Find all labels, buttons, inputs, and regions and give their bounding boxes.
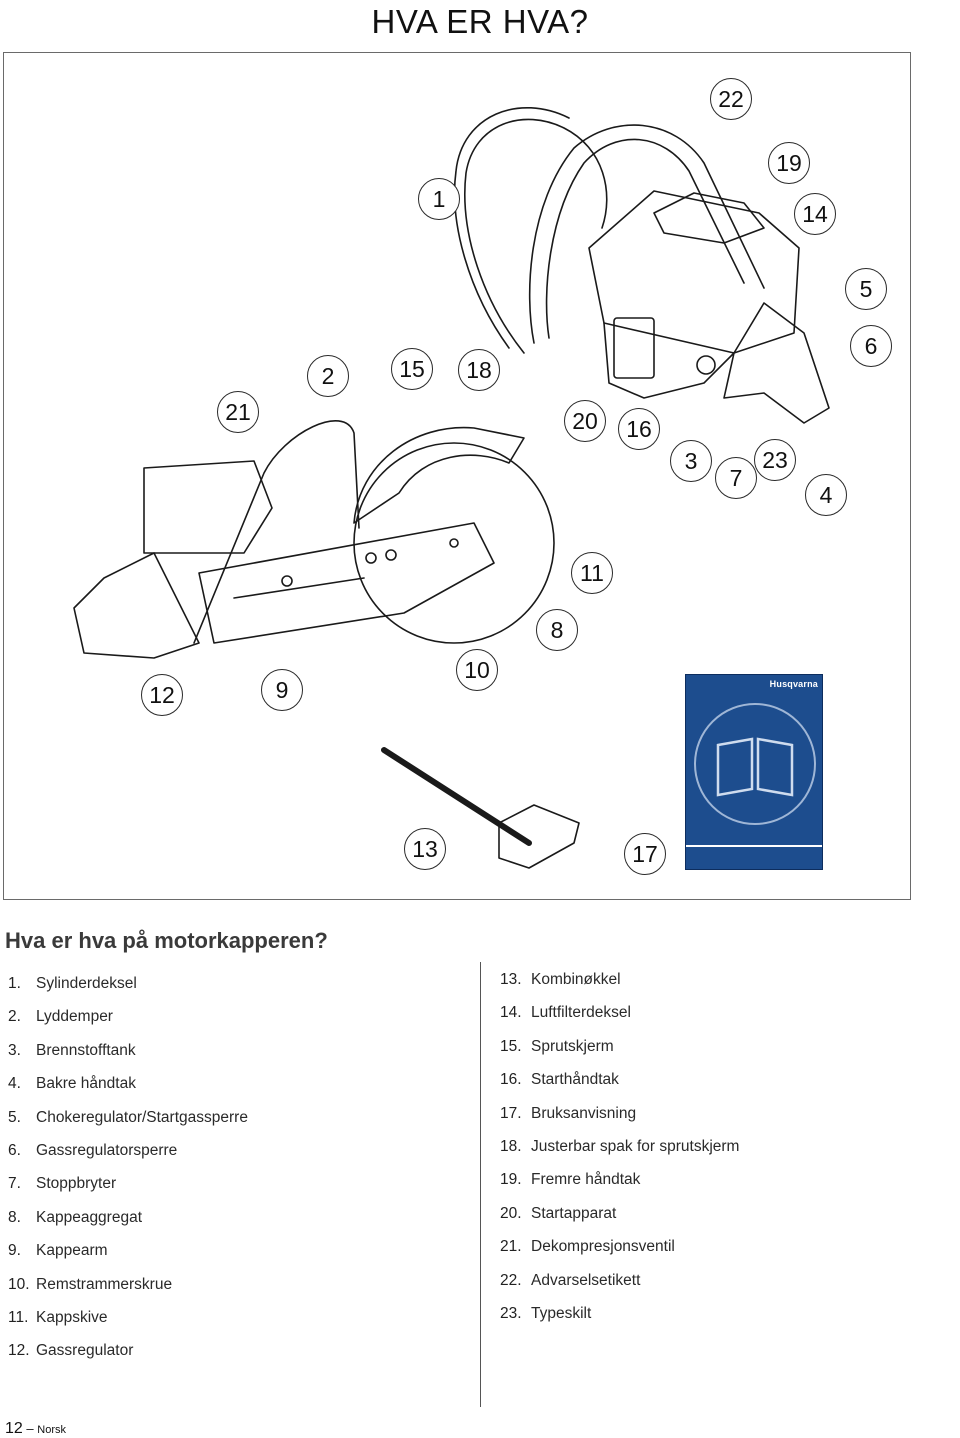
list-item: 10.Remstrammerskrue	[8, 1275, 173, 1293]
list-item: 9.Kappearm	[8, 1242, 108, 1260]
callout-23: 23	[754, 439, 796, 481]
lower-blade-guard	[353, 426, 525, 524]
callout-11: 11	[571, 552, 613, 594]
callout-19: 19	[768, 142, 810, 184]
callout-16: 16	[618, 408, 660, 450]
list-item: 6.Gassregulatorsperre	[8, 1141, 178, 1159]
upper-blade-guard-rim	[453, 106, 570, 349]
callout-2: 2	[307, 355, 349, 397]
lower-rear-handle	[73, 552, 200, 659]
callout-6: 6	[850, 325, 892, 367]
illustration-line-art	[73, 106, 830, 869]
list-item: 1.Sylinderdeksel	[8, 975, 137, 992]
list-item: 2.Lyddemper	[8, 1008, 113, 1026]
callout-20: 20	[564, 400, 606, 442]
list-item: 22.Advarselsetikett	[500, 1271, 641, 1289]
list-item: 5.Chokeregulator/Startgassperre	[8, 1108, 248, 1126]
list-item: 7.Stoppbryter	[8, 1175, 117, 1193]
lower-engine-body	[143, 460, 273, 554]
callout-13: 13	[404, 828, 446, 870]
lower-arm-bolt-1	[365, 552, 377, 564]
list-item: 18.Justerbar spak for sprutskjerm	[500, 1137, 740, 1155]
callout-21: 21	[217, 391, 259, 433]
lower-disc-center	[449, 538, 459, 548]
parts-illustration: Husqvarna 1 2 3 4 5 6 7 8 9 10 11 12 13 …	[3, 52, 911, 900]
lower-cutting-arm	[198, 522, 495, 644]
upper-engine-housing	[588, 190, 800, 354]
list-item: 21.Dekompresjonsventil	[500, 1238, 675, 1256]
callout-14: 14	[794, 193, 836, 235]
list-item: 12.Gassregulator	[8, 1342, 134, 1360]
upper-front-handle	[528, 124, 765, 344]
callout-22: 22	[710, 78, 752, 120]
parts-list-right: 13.Kombinøkkel 14.Luftfilterdeksel 15.Sp…	[500, 971, 739, 1338]
callout-3: 3	[670, 440, 712, 482]
list-item: 15.Sprutskjerm	[500, 1037, 614, 1055]
callout-12: 12	[141, 674, 183, 716]
upper-front-handle-inner	[545, 138, 745, 339]
operators-manual-cover: Husqvarna	[685, 674, 823, 870]
callout-9: 9	[261, 669, 303, 711]
lower-tension-screw	[281, 575, 293, 587]
combination-key-handle	[381, 747, 532, 846]
callout-18: 18	[458, 349, 500, 391]
callout-17: 17	[624, 833, 666, 875]
list-item: 23.Typeskilt	[500, 1304, 592, 1322]
lower-cutting-disc	[353, 442, 555, 644]
lower-front-handle	[193, 420, 360, 644]
callout-8: 8	[536, 609, 578, 651]
footer-language: Norsk	[37, 1424, 67, 1436]
page-number: 12	[5, 1420, 23, 1437]
list-item: 13.Kombinøkkel	[500, 971, 621, 988]
callout-1: 1	[418, 178, 460, 220]
callout-15: 15	[391, 348, 433, 390]
manual-stripe	[686, 845, 822, 847]
parts-list-left: 1.Sylinderdeksel 2.Lyddemper 3.Brennstof…	[8, 975, 248, 1376]
upper-crankcase	[603, 322, 735, 399]
footer-dash: –	[26, 1421, 34, 1436]
callout-7: 7	[715, 457, 757, 499]
list-item: 3.Brennstofftank	[8, 1041, 136, 1059]
list-item: 17.Bruksanvisning	[500, 1104, 637, 1122]
upper-rear-handle	[723, 302, 830, 424]
callout-10: 10	[456, 649, 498, 691]
husqvarna-logo: Husqvarna	[769, 679, 818, 689]
list-item: 20.Startapparat	[500, 1204, 617, 1222]
list-item: 4.Bakre håndtak	[8, 1075, 136, 1093]
list-item: 19.Fremre håndtak	[500, 1171, 641, 1189]
section-heading: Hva er hva på motorkapperen?	[5, 928, 328, 953]
column-divider	[480, 962, 481, 1407]
upper-air-filter-cover	[653, 192, 765, 244]
lower-cutting-arm-detail	[233, 577, 365, 599]
list-item: 8.Kappeaggregat	[8, 1208, 143, 1226]
manual-book-emblem-icon	[694, 703, 816, 825]
list-item: 11.Kappskive	[8, 1308, 108, 1326]
callout-5: 5	[845, 268, 887, 310]
callout-4: 4	[805, 474, 847, 516]
combination-key-head	[498, 804, 580, 869]
list-item: 16.Starthåndtak	[500, 1071, 619, 1089]
list-item: 14.Luftfilterdeksel	[500, 1004, 631, 1022]
page-title: HVA ER HVA?	[371, 3, 589, 40]
upper-blade-guard	[464, 118, 608, 354]
page-footer: 12 – Norsk	[5, 1420, 66, 1438]
upper-starter-panel	[613, 317, 655, 379]
lower-arm-bolt-2	[385, 549, 397, 561]
upper-fuel-cap	[696, 355, 716, 375]
